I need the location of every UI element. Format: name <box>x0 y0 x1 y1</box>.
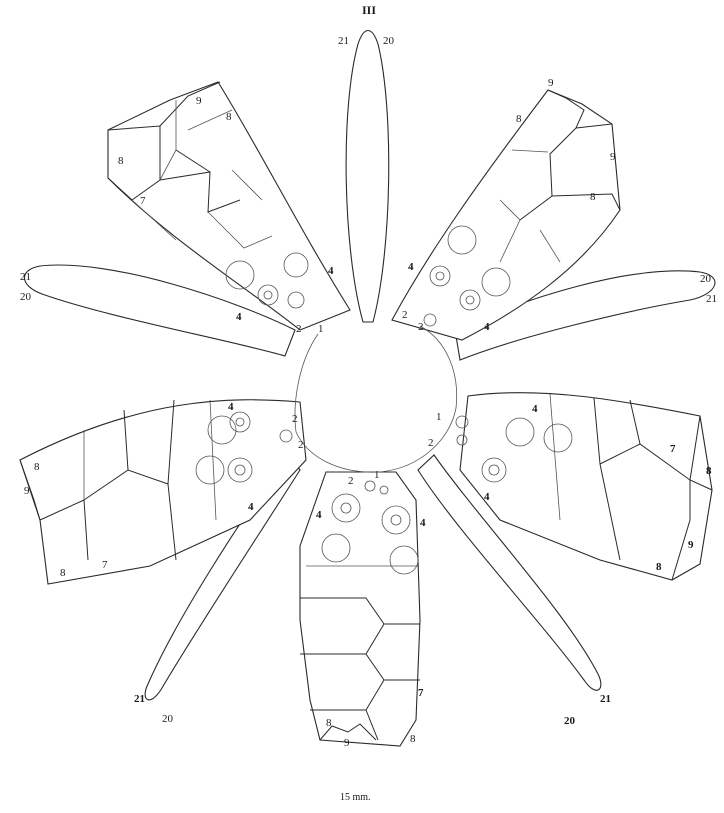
label-2: 2 <box>402 309 408 321</box>
label-8: 8 <box>226 111 232 123</box>
label-7: 7 <box>140 195 146 207</box>
label-21: 21 <box>134 693 145 705</box>
label-9: 9 <box>548 77 554 89</box>
label-8: 8 <box>590 191 596 203</box>
label-20: 20 <box>700 273 712 285</box>
label-9: 9 <box>196 95 202 107</box>
label-7: 7 <box>418 687 424 699</box>
label-1: 1 <box>318 323 324 335</box>
label-4: 4 <box>532 403 538 415</box>
label-21: 21 <box>338 35 349 47</box>
label-7: 7 <box>102 559 108 571</box>
label-4: 4 <box>248 501 254 513</box>
label-4: 4 <box>228 401 234 413</box>
label-21: 21 <box>706 293 717 305</box>
label-8: 8 <box>706 465 712 477</box>
figure-title: III <box>362 3 376 17</box>
label-8: 8 <box>410 733 416 745</box>
label-2: 2 <box>418 321 424 333</box>
label-9: 9 <box>24 485 30 497</box>
label-20: 20 <box>564 715 576 727</box>
label-7: 7 <box>670 443 676 455</box>
label-2: 2 <box>348 475 354 487</box>
label-20: 20 <box>162 713 174 725</box>
label-9: 9 <box>688 539 694 551</box>
label-4: 4 <box>316 509 322 521</box>
label-20: 20 <box>20 291 32 303</box>
label-4: 4 <box>484 321 490 333</box>
label-8: 8 <box>34 461 40 473</box>
label-2: 2 <box>428 437 434 449</box>
label-2: 2 <box>298 439 304 451</box>
label-20: 20 <box>383 35 395 47</box>
label-1: 1 <box>374 469 380 481</box>
label-9: 9 <box>344 737 350 749</box>
label-8: 8 <box>326 717 332 729</box>
label-9: 9 <box>610 151 616 163</box>
label-2: 2 <box>296 323 302 335</box>
label-8: 8 <box>60 567 66 579</box>
label-1: 1 <box>436 411 442 423</box>
central-disc <box>295 326 457 472</box>
label-4: 4 <box>236 311 242 323</box>
arm-left <box>20 400 306 584</box>
label-8: 8 <box>656 561 662 573</box>
label-2: 2 <box>292 413 298 425</box>
label-4: 4 <box>328 265 334 277</box>
label-4: 4 <box>484 491 490 503</box>
label-4: 4 <box>420 517 426 529</box>
tube-top <box>346 31 389 323</box>
label-21: 21 <box>20 271 31 283</box>
label-4: 4 <box>408 261 414 273</box>
scale-caption: 15 mm. <box>340 792 371 803</box>
label-21: 21 <box>600 693 611 705</box>
label-8: 8 <box>118 155 124 167</box>
label-8: 8 <box>516 113 522 125</box>
